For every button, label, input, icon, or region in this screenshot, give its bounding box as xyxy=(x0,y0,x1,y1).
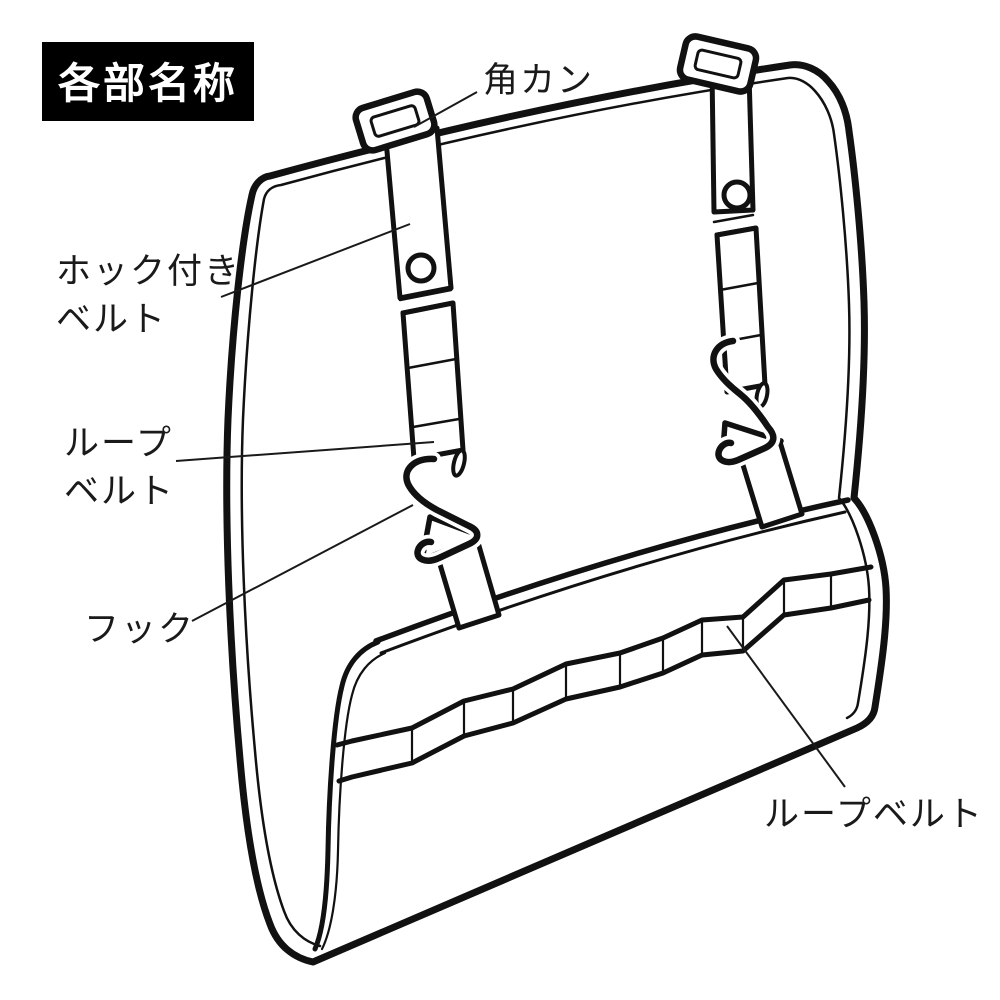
left-strap-end-loop xyxy=(451,448,467,478)
pocket-left-edge-outer xyxy=(312,639,381,952)
label-loop-belt-bottom: ループベルト xyxy=(764,795,984,834)
right-snap-button xyxy=(721,179,753,211)
label-loop-belt-left-line2: ベルト xyxy=(64,472,176,511)
loop-belt-bottom-line xyxy=(336,597,872,784)
right-square-ring xyxy=(676,33,760,95)
left-square-ring xyxy=(352,88,438,154)
left-strap-lower xyxy=(400,300,466,462)
pocket-top-edge-inner xyxy=(379,510,847,655)
left-hook xyxy=(403,455,481,564)
right-hook xyxy=(710,337,777,466)
left-snap-button xyxy=(405,252,437,284)
leader-lines xyxy=(175,91,846,788)
label-snap-belt: ホック付きベルト xyxy=(56,248,241,344)
leader-snap-belt xyxy=(220,223,411,298)
right-strap-lower xyxy=(714,225,768,395)
label-square-ring: 角カン xyxy=(483,61,595,100)
leader-loop-belt-bottom xyxy=(726,625,846,788)
panel-inner-stitch-line xyxy=(240,76,871,948)
label-snap-belt-line1: ホック付き xyxy=(56,252,242,291)
pocket-loop-belt xyxy=(334,564,874,784)
leader-loop-belt-left xyxy=(175,441,435,462)
label-hook: フック xyxy=(84,610,196,649)
label-loop-belt-left-line1: ループ xyxy=(64,424,173,463)
right-strap xyxy=(676,33,805,530)
leader-hook xyxy=(191,504,414,622)
loop-belt-dividers xyxy=(410,574,833,763)
label-snap-belt-line2: ベルト xyxy=(56,300,168,339)
label-loop-belt-left: ループベルト xyxy=(64,420,175,516)
title-badge: 各部名称 xyxy=(42,42,255,121)
left-strap xyxy=(352,88,502,631)
leader-square-ring xyxy=(413,91,478,128)
left-strap-seams xyxy=(398,288,461,429)
loop-belt-top-line xyxy=(334,564,874,748)
